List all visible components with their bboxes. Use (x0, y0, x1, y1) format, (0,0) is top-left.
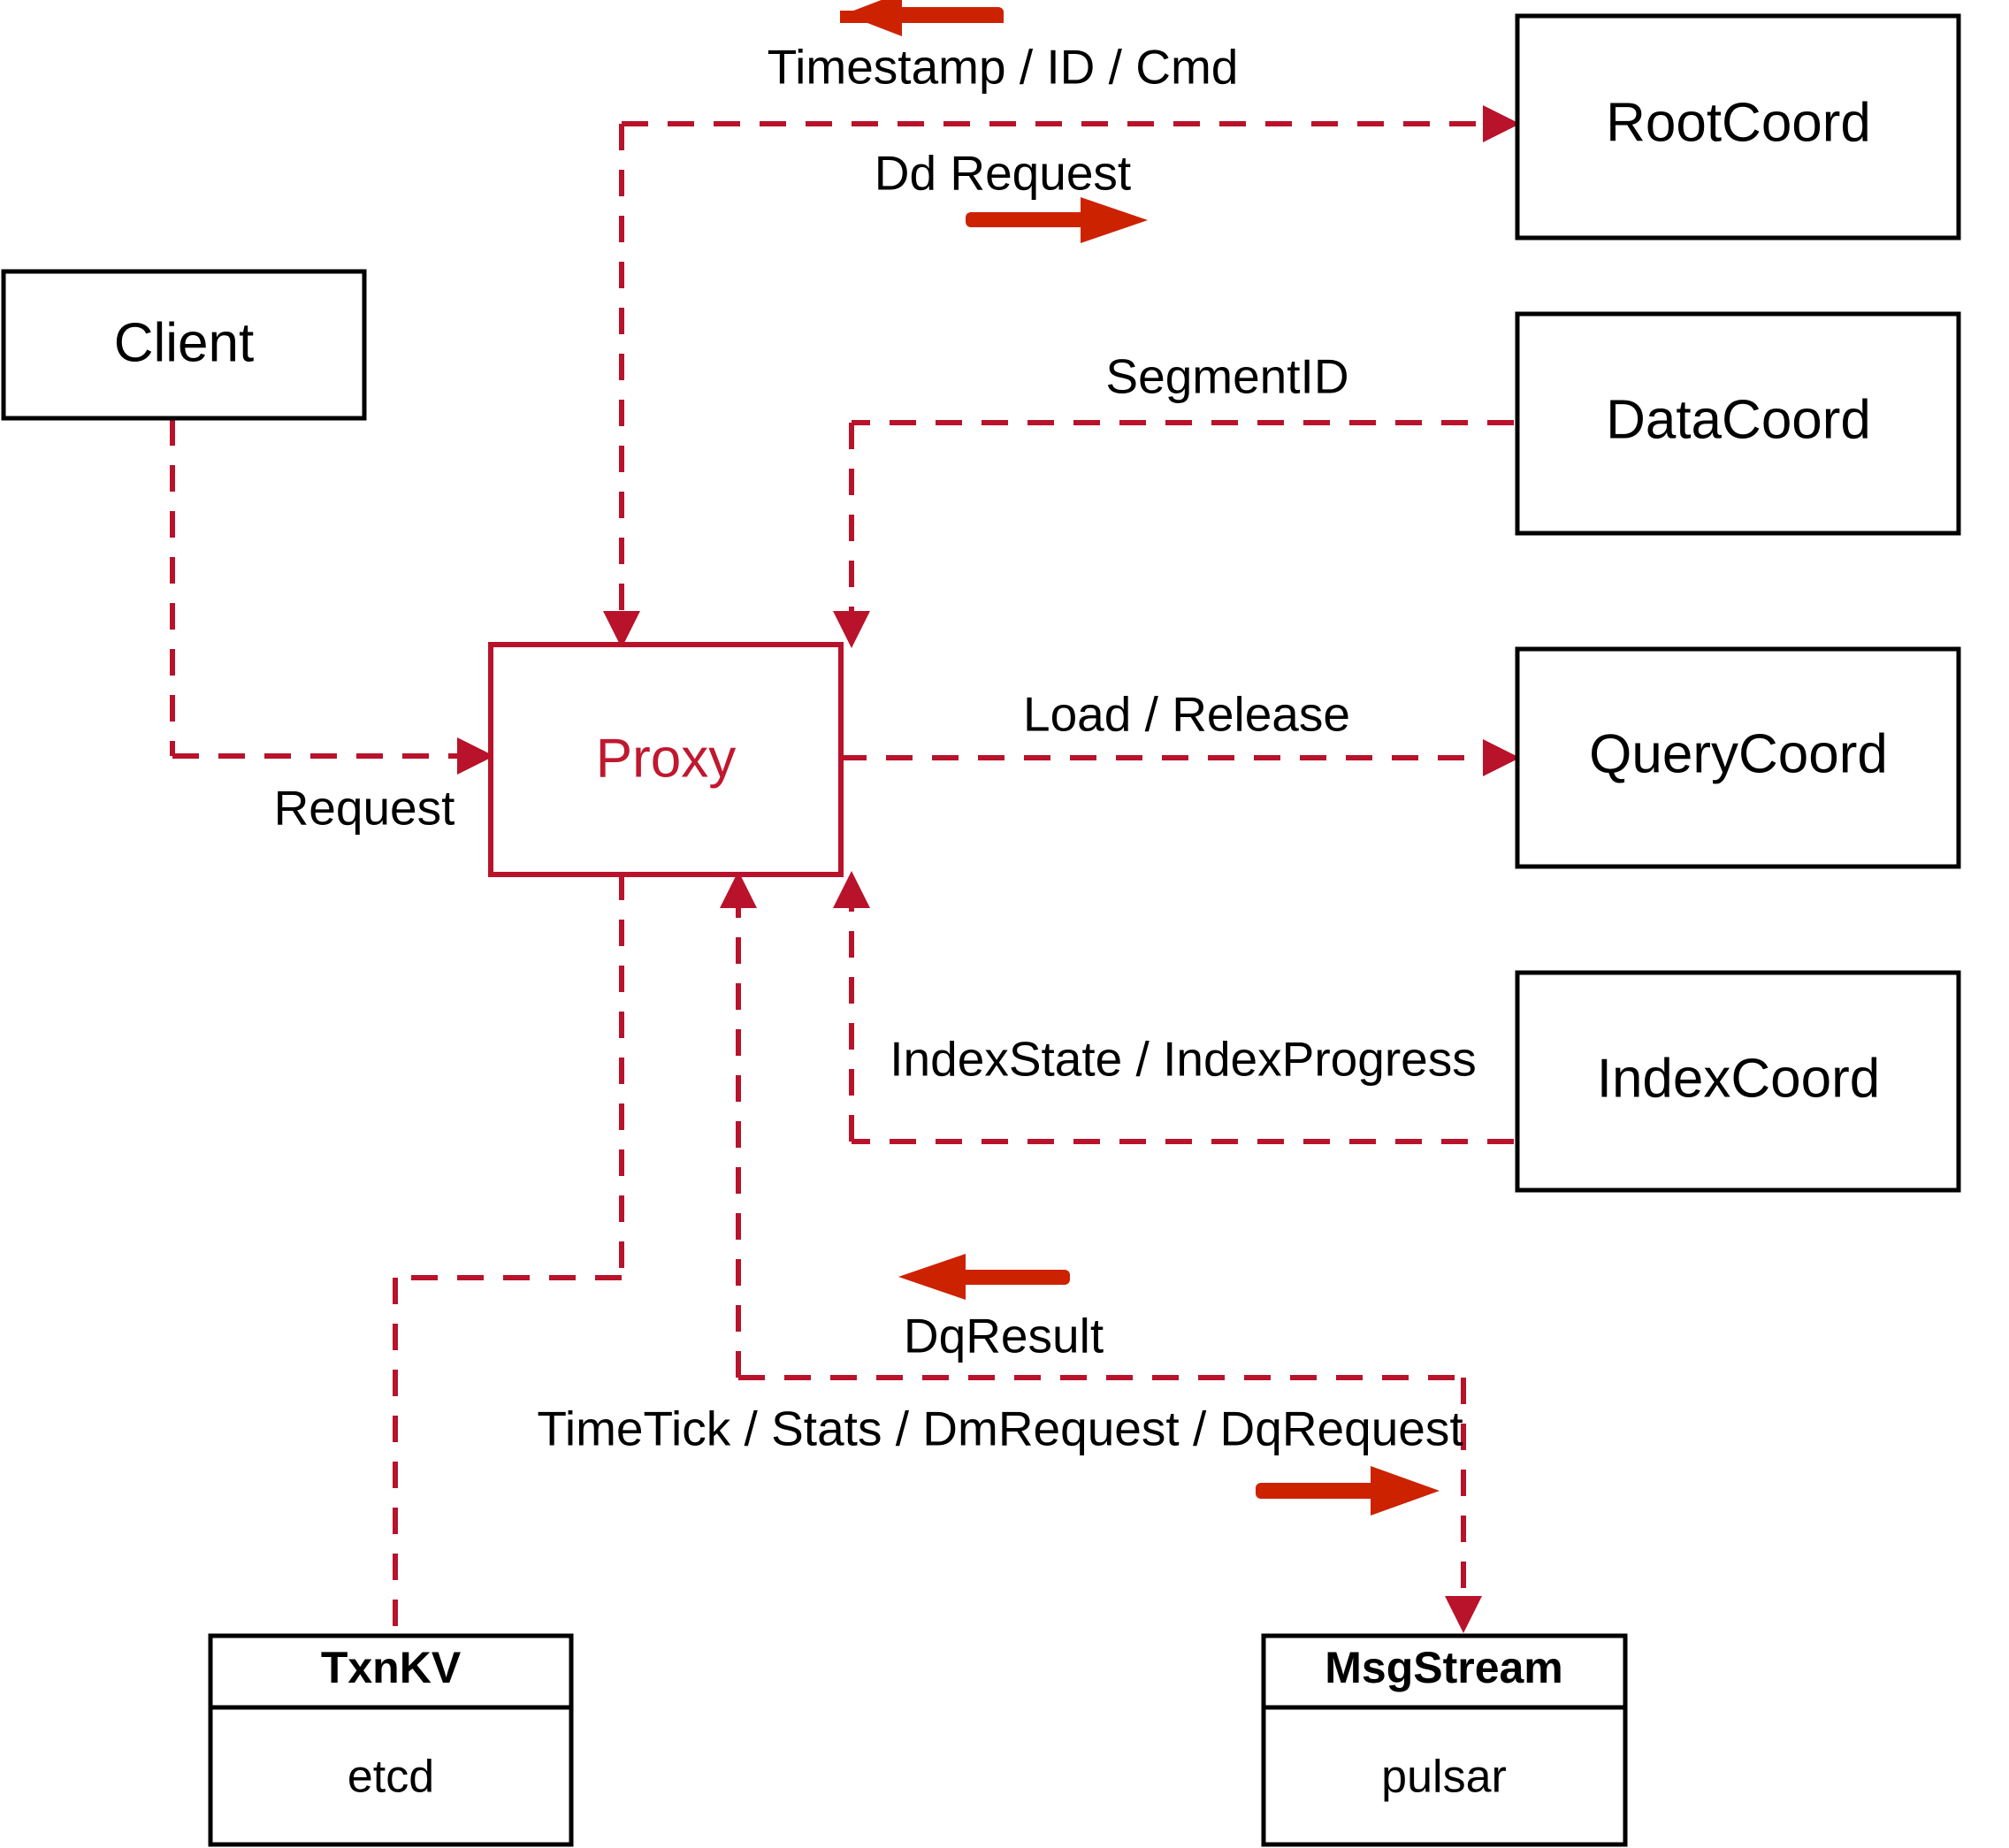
node-rootcoord-label: RootCoord (1606, 92, 1871, 153)
node-querycoord-label: QueryCoord (1589, 723, 1888, 784)
node-datacoord-label: DataCoord (1606, 389, 1871, 450)
node-proxy[interactable]: Proxy (488, 642, 844, 877)
node-msgstream[interactable]: MsgStream pulsar (1261, 1633, 1628, 1847)
node-msgstream-body: pulsar (1381, 1752, 1507, 1803)
flow-arrow-dqresult-left (898, 1254, 1070, 1300)
node-client[interactable]: Client (1, 269, 367, 421)
node-indexcoord[interactable]: IndexCoord (1515, 970, 1961, 1193)
node-indexcoord-label: IndexCoord (1597, 1048, 1881, 1109)
edge-label-timestamp-id-cmd: Timestamp / ID / Cmd (768, 40, 1239, 95)
flow-arrow-timestamp-left (840, 0, 1004, 36)
node-txnkv-title: TxnKV (321, 1643, 462, 1692)
node-querycoord[interactable]: QueryCoord (1515, 646, 1961, 869)
node-txnkv[interactable]: TxnKV etcd (208, 1633, 574, 1847)
node-txnkv-body: etcd (348, 1752, 434, 1803)
flow-arrow-timetick-right (1256, 1466, 1440, 1516)
flow-arrow-dd-request-right (966, 197, 1148, 243)
node-proxy-label: Proxy (596, 728, 736, 789)
edge-label-load-release: Load / Release (1023, 687, 1350, 742)
edge-label-dq-result: DqResult (904, 1309, 1104, 1363)
edge-label-request: Request (274, 781, 455, 836)
node-datacoord[interactable]: DataCoord (1515, 311, 1961, 536)
node-msgstream-title: MsgStream (1325, 1643, 1563, 1692)
edge-label-index-state-progress: IndexState / IndexProgress (890, 1032, 1476, 1087)
edge-label-timetick-stats: TimeTick / Stats / DmRequest / DqRequest (537, 1401, 1463, 1456)
edge-label-segment-id: SegmentID (1105, 349, 1348, 404)
node-client-label: Client (114, 312, 255, 373)
edge-label-dd-request: Dd Request (875, 146, 1131, 201)
node-rootcoord[interactable]: RootCoord (1515, 13, 1961, 241)
